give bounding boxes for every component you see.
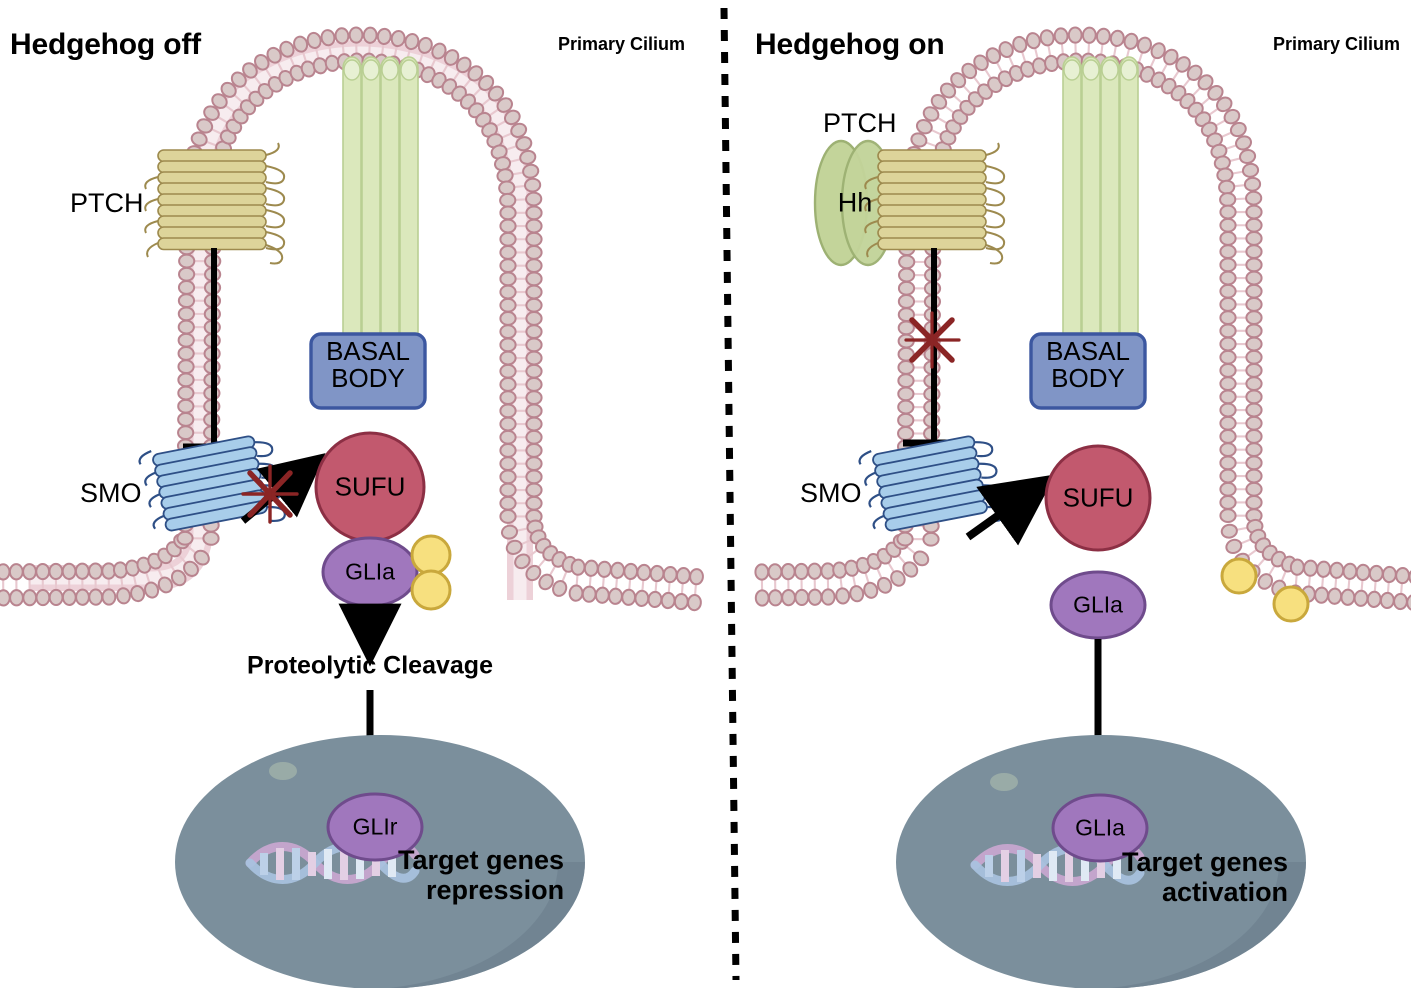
right-hh-label: Hh bbox=[837, 187, 873, 218]
red-x-block-left bbox=[241, 464, 299, 524]
ptch-receptor-left bbox=[144, 142, 286, 265]
basal-body-left bbox=[309, 332, 427, 410]
left-cleavage-label: Proteolytic Cleavage bbox=[247, 651, 493, 680]
left-glir-label: GLIr bbox=[352, 813, 398, 840]
right-cilium-label: Primary Cilium bbox=[1273, 34, 1401, 54]
red-x-block-right bbox=[904, 311, 961, 369]
glia-node-right bbox=[1049, 570, 1147, 640]
left-panel-objects bbox=[138, 56, 585, 988]
right-ptch-label: PTCH bbox=[823, 108, 897, 138]
ptch-receptor-right bbox=[864, 142, 1006, 265]
phospho-circle-2-left bbox=[410, 569, 452, 611]
right-sufu-label: SUFU bbox=[1062, 482, 1134, 513]
left-basal-body-line1: BASAL bbox=[326, 336, 410, 366]
right-target-genes-label: Target genes activation bbox=[1122, 847, 1289, 907]
left-basal-body-label: BASAL BODY bbox=[311, 336, 425, 394]
left-basal-body-line2: BODY bbox=[331, 363, 405, 394]
right-target-line1: Target genes bbox=[1122, 847, 1289, 877]
left-ptch-label: PTCH bbox=[70, 188, 144, 218]
right-glia-nucleus-label: GLIa bbox=[1075, 814, 1125, 841]
phospho-circle-2-right bbox=[1272, 585, 1310, 623]
left-target-genes-label: Target genes repression bbox=[398, 845, 565, 905]
phospho-circle-1-right bbox=[1220, 557, 1258, 595]
right-glia-label: GLIa bbox=[1073, 591, 1123, 618]
right-smo-label: SMO bbox=[800, 478, 862, 508]
smo-to-sufu-arrow-right bbox=[965, 474, 1056, 546]
right-panel-title: Hedgehog on bbox=[755, 28, 945, 61]
left-smo-label: SMO bbox=[80, 478, 142, 508]
basal-body-right bbox=[1029, 332, 1147, 410]
left-glia-label: GLIa bbox=[345, 558, 395, 585]
right-basal-body-label: BASAL BODY bbox=[1031, 336, 1145, 394]
left-sufu-label: SUFU bbox=[334, 471, 406, 502]
cilium-membrane-left bbox=[30, 40, 533, 600]
left-target-line1: Target genes bbox=[398, 845, 565, 875]
phospho-circle-1-left bbox=[410, 534, 452, 576]
right-target-line2: activation bbox=[1162, 876, 1289, 907]
left-target-line2: repression bbox=[426, 874, 565, 905]
smo-receptor-right bbox=[858, 435, 1006, 532]
left-panel-graphics bbox=[30, 40, 533, 600]
glia-nucleus-node-right bbox=[1051, 793, 1149, 863]
right-basal-body-line1: BASAL bbox=[1046, 336, 1130, 366]
left-cilium-label: Primary Cilium bbox=[558, 34, 686, 54]
left-panel-title: Hedgehog off bbox=[10, 28, 201, 61]
panel-divider bbox=[720, 7, 740, 981]
right-basal-body-line2: BODY bbox=[1051, 363, 1125, 394]
sufu-node-right bbox=[1044, 444, 1152, 552]
glir-node-left bbox=[326, 792, 424, 862]
right-panel-objects bbox=[813, 56, 1310, 988]
